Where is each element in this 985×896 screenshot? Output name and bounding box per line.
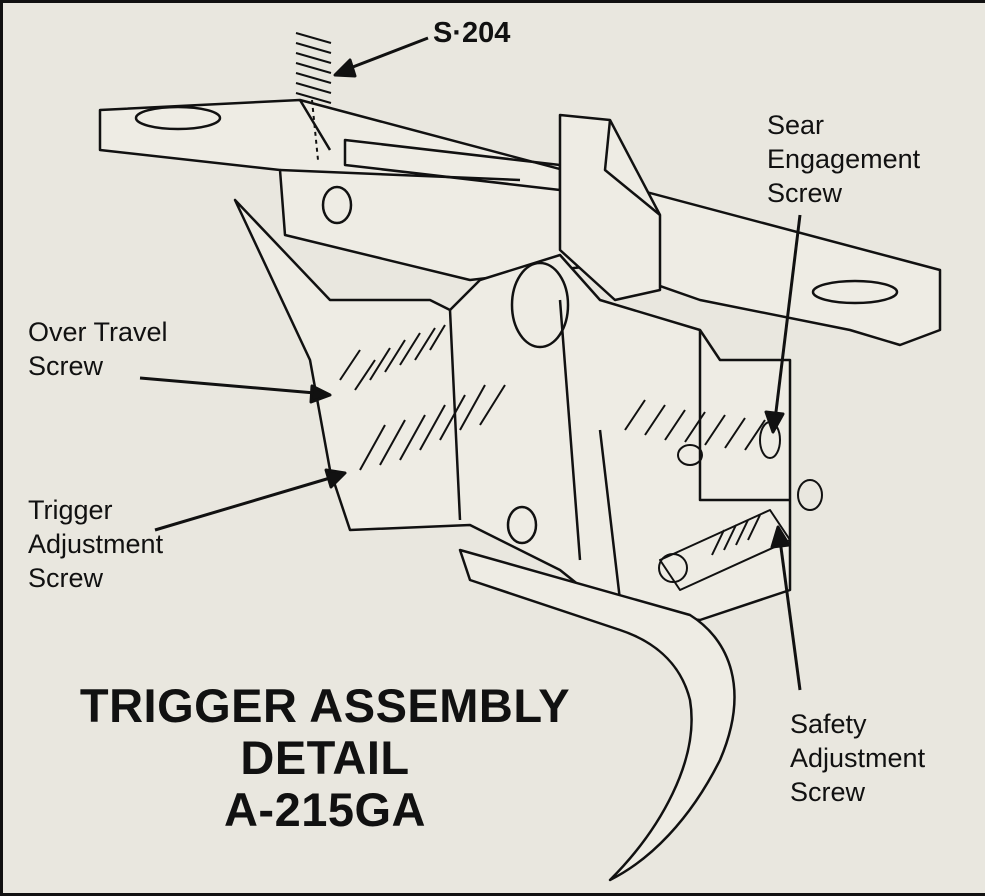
label-line: Screw [767,178,843,208]
s204-spring [295,32,332,104]
label-line: Screw [790,777,866,807]
over-travel-spring [339,324,446,391]
trigger-blade [458,548,736,882]
title-line: TRIGGER ASSEMBLY [79,679,571,732]
title-line: DETAIL [240,731,410,784]
label-over-travel-screw: Over Travel Screw [28,315,168,383]
label-line: Screw [28,351,104,381]
label-line: Engagement [767,144,921,174]
title-line: A-215GA [223,783,426,836]
trigger-housing-body [233,198,792,622]
label-line: Adjustment [28,529,164,559]
diagram-title: TRIGGER ASSEMBLY DETAIL A-215GA [30,680,620,836]
label-line: Adjustment [790,743,926,773]
trigger-adjust-spring [359,384,506,471]
part-label-s204: S·204 [433,17,511,49]
label-sear-engagement-screw: Sear Engagement Screw [767,108,920,210]
leader-arrows [139,36,802,691]
label-trigger-adjustment-screw: Trigger Adjustment Screw [28,493,163,595]
label-safety-adjustment-screw: Safety Adjustment Screw [790,707,925,809]
label-line: Screw [28,563,104,593]
sear-block [558,113,662,302]
label-line: Over Travel [28,317,168,347]
sear-engagement-spring [624,399,766,451]
screws-and-springs [295,32,823,591]
label-line: Sear [767,110,825,140]
label-line: Safety [790,709,867,739]
housing-top-bar [98,98,942,347]
label-line: Trigger [28,495,113,525]
